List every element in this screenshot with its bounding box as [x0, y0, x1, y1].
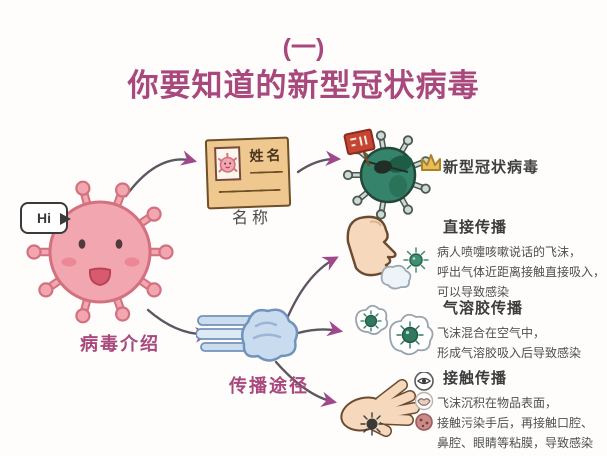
mini-pink-virus-icon	[217, 152, 238, 173]
section-line: 形成气溶胶吸入后导致感染	[437, 346, 582, 360]
virus-body	[48, 200, 152, 304]
eye-patch-icon	[363, 160, 409, 174]
red-sign-icon	[343, 128, 376, 167]
section-line: 飞沫混合在空气中，	[437, 326, 546, 340]
section-direct-transmission: 直接传播 病人喷嚏咳嗽说话的飞沫， 呼出气体近距离接触直接吸入， 可以导致感染	[437, 216, 607, 302]
virus-face	[61, 239, 140, 287]
virus-intro-label: 病毒介绍	[80, 334, 160, 354]
green-virus-particle-icon	[403, 247, 429, 273]
card-photo	[214, 146, 242, 182]
hand-contact-illustration	[340, 372, 434, 437]
transmission-caption: 传播途径	[229, 376, 309, 396]
card-name-field: 姓名	[249, 146, 284, 164]
title-part-number: (一)	[282, 34, 325, 62]
section-line: 飞沫沉积在物品表面，	[437, 396, 558, 410]
section-contact-transmission: 接触传播 飞沫沉积在物品表面， 接触污染手后，再接触口腔、 鼻腔、眼睛等粘膜，导…	[437, 367, 607, 453]
card-line	[249, 170, 284, 174]
green-coronavirus-illustration	[342, 128, 441, 220]
greeting-text: Hi	[37, 210, 51, 226]
name-id-card-illustration: 姓名	[204, 136, 292, 210]
eye-icon	[414, 372, 434, 391]
name-caption: 名称	[232, 210, 273, 227]
exhaled-droplet-cloud	[380, 264, 412, 290]
face-outline	[346, 215, 397, 277]
mouth-icon	[414, 391, 434, 411]
section-line: 可以导致感染	[437, 285, 510, 299]
germ-icon	[415, 413, 433, 431]
aerosol-illustration	[355, 304, 434, 356]
sneeze-cloud-illustration	[196, 308, 299, 362]
aerosol-cloud-large	[389, 313, 434, 356]
page-title: 你要知道的新型冠状病毒	[127, 68, 480, 103]
section-aerosol-transmission: 气溶胶传播 飞沫混合在空气中， 形成气溶胶吸入后导致感染	[437, 297, 607, 363]
arrow-cloud-to-aerosol	[296, 320, 344, 337]
arrow-virus-to-card	[124, 150, 198, 198]
section-heading: 气溶胶传播	[443, 300, 524, 317]
section-heading: 接触传播	[443, 370, 508, 387]
section-line: 鼻腔、眼睛等粘膜，导致感染	[437, 436, 594, 450]
card-line	[218, 188, 281, 194]
section-heading: 直接传播	[443, 219, 508, 236]
section-line: 呼出气体近距离接触直接吸入，	[437, 265, 606, 279]
hi-speech-bubble: Hi	[20, 202, 71, 234]
section-line: 病人喷嚏咳嗽说话的飞沫，	[437, 245, 582, 259]
arrow-cloud-to-hand	[274, 360, 338, 408]
dark-virus-icon	[360, 412, 384, 436]
arrow-card-to-greenvirus	[296, 150, 342, 174]
hand-icon	[340, 379, 420, 437]
novel-virus-label: 新型冠状病毒	[443, 159, 540, 176]
crown-icon	[421, 154, 441, 171]
aerosol-cloud-small	[355, 304, 389, 335]
face-profile-illustration	[346, 215, 429, 290]
section-line: 接触污染手后，再接触口腔、	[437, 416, 594, 430]
pink-virus-mascot-illustration	[26, 180, 174, 324]
